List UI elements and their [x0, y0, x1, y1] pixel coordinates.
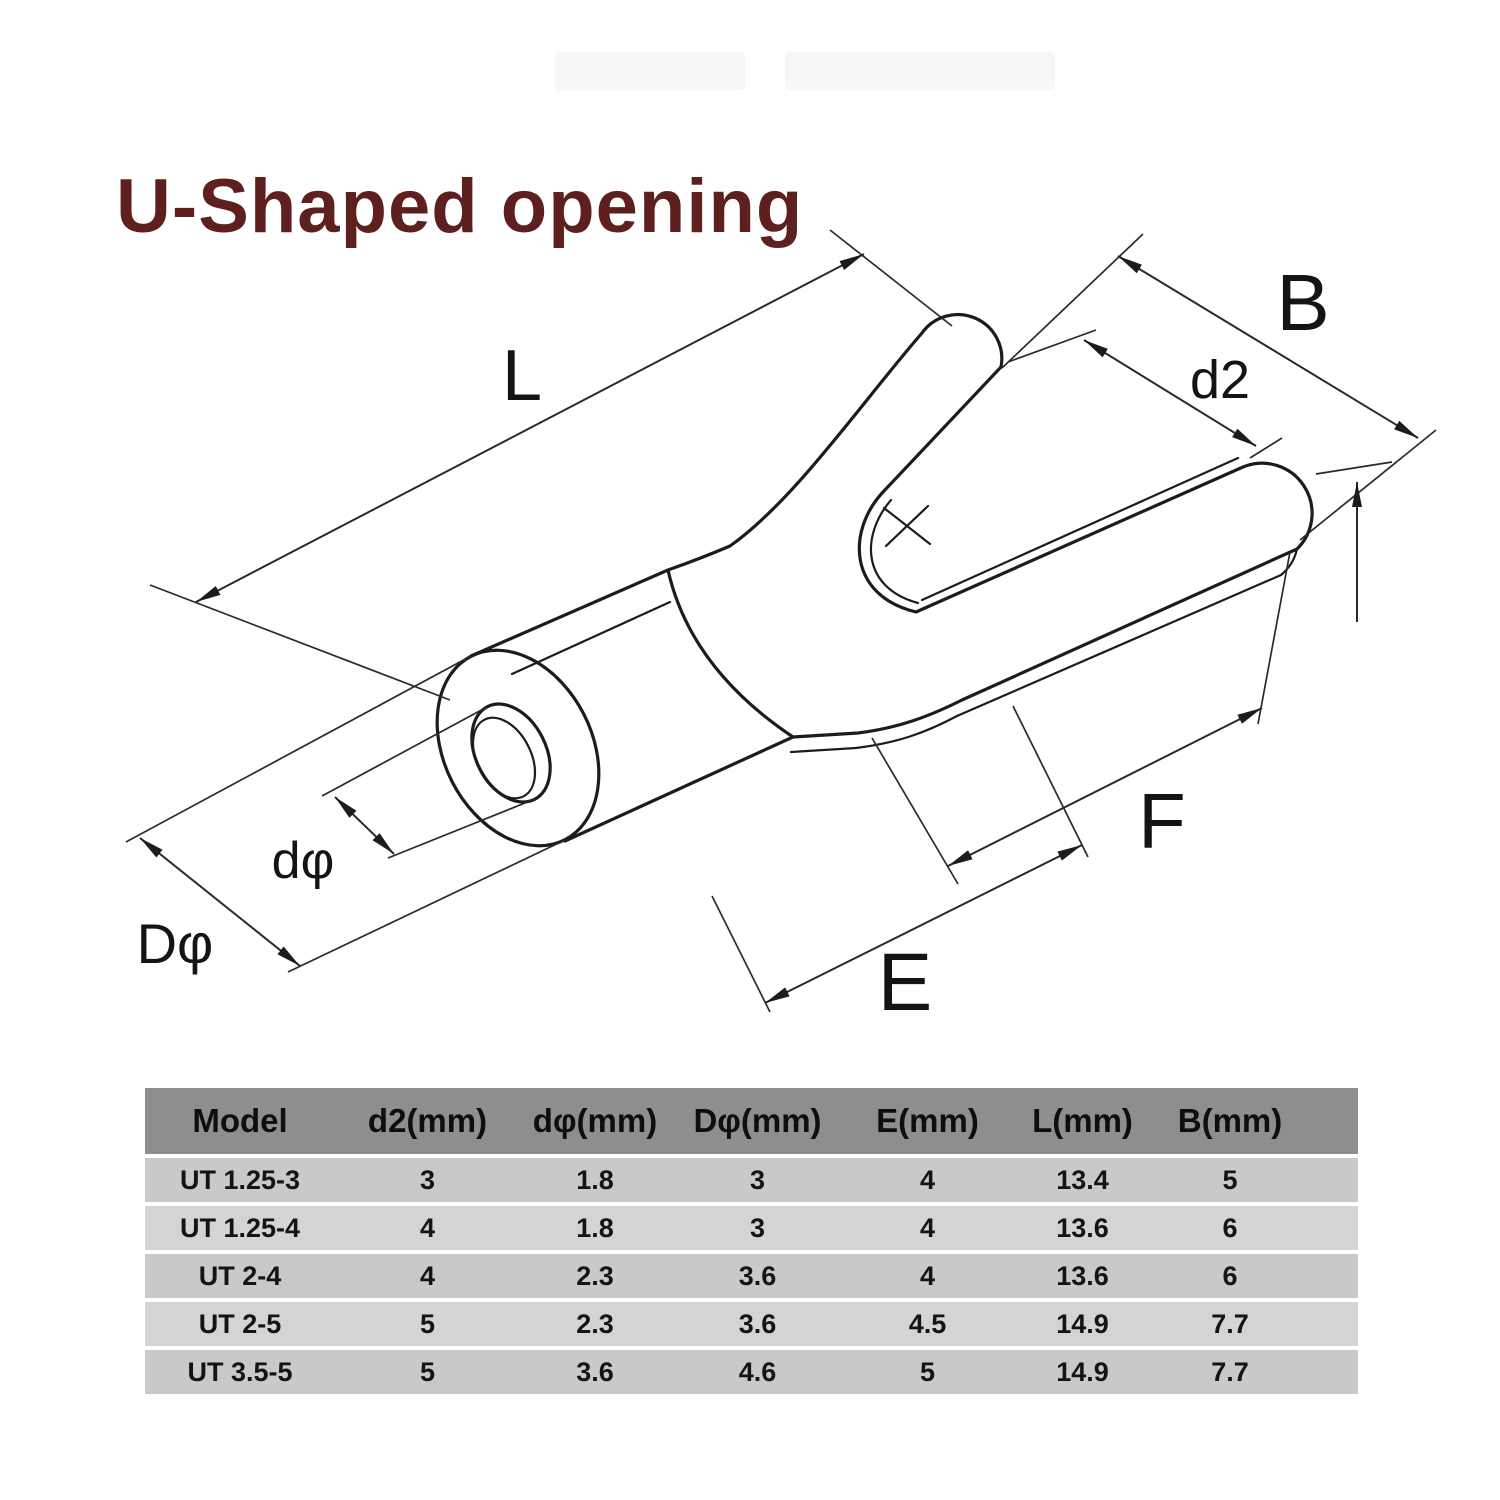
cell-d-phi: 2.3	[576, 1260, 614, 1291]
dim-line-d2	[1083, 339, 1257, 447]
extension-lines	[125, 229, 1437, 1013]
cell-d2: 4	[419, 1212, 436, 1243]
cell-d-phi: 2.3	[576, 1308, 614, 1339]
dimension-lines	[139, 253, 1419, 1004]
terminal-diagram: L B d2 dφ Dφ E F	[125, 229, 1437, 1028]
barrel-outer-face	[435, 648, 601, 848]
cell-B: 6	[1222, 1212, 1238, 1243]
cell-model: UT 2-4	[198, 1260, 282, 1291]
column-header-E: E(mm)	[876, 1102, 979, 1139]
barrel-hole	[470, 702, 552, 804]
column-header-L: L(mm)	[1032, 1102, 1133, 1139]
cell-L: 13.6	[1056, 1212, 1109, 1243]
table-row: UT 2-5 5 2.3 3.6 4.5 14.9 7.7	[145, 1302, 1358, 1346]
cell-model: UT 2-5	[198, 1308, 282, 1339]
barrel-end-arc	[666, 568, 795, 739]
cell-B: 5	[1222, 1164, 1238, 1195]
cell-d2: 5	[419, 1356, 436, 1387]
dim-line-D-phi	[139, 837, 301, 967]
cell-model: UT 1.25-3	[179, 1164, 301, 1195]
cell-d-phi: 3.6	[576, 1356, 614, 1387]
column-header-B: B(mm)	[1177, 1102, 1283, 1139]
label-L: L	[502, 336, 542, 416]
cell-model: UT 3.5-5	[187, 1356, 293, 1387]
cell-D-phi: 3.6	[738, 1308, 777, 1339]
cell-d-phi: 1.8	[576, 1212, 614, 1243]
cell-B: 7.7	[1211, 1308, 1249, 1339]
cell-E: 5	[919, 1356, 936, 1387]
dim-line-d-phi	[334, 796, 395, 855]
cell-E: 4	[919, 1164, 936, 1195]
column-header-D-phi: Dφ(mm)	[693, 1102, 822, 1139]
table-row: UT 1.25-4 4 1.8 3 4 13.6 6	[145, 1206, 1358, 1250]
label-B: B	[1276, 258, 1329, 347]
cell-E: 4	[919, 1212, 936, 1243]
cell-d-phi: 1.8	[576, 1164, 614, 1195]
table-row: UT 3.5-5 5 3.6 4.6 5 14.9 7.7	[145, 1350, 1358, 1394]
cell-B: 6	[1222, 1260, 1238, 1291]
page-title: U-Shaped opening	[116, 163, 804, 249]
spec-table: Model d2(mm) dφ(mm) Dφ(mm) E(mm) L(mm) B…	[145, 1088, 1358, 1398]
cell-D-phi: 3	[749, 1212, 766, 1243]
barrel-hole-inner-wall	[471, 716, 537, 800]
dim-line-E	[764, 844, 1083, 1004]
table-header-row: Model d2(mm) dφ(mm) Dφ(mm) E(mm) L(mm) B…	[145, 1088, 1358, 1154]
dim-line-L	[195, 253, 865, 603]
label-F: F	[1138, 777, 1186, 865]
label-E: E	[878, 937, 933, 1028]
cell-d2: 3	[419, 1164, 436, 1195]
slot-inner-wall	[869, 456, 1240, 605]
cell-L: 14.9	[1056, 1308, 1109, 1339]
cell-d2: 4	[419, 1260, 436, 1291]
cell-E: 4	[919, 1260, 936, 1291]
column-header-d2: d2(mm)	[367, 1102, 488, 1139]
cell-L: 14.9	[1056, 1356, 1109, 1387]
table-row: UT 1.25-3 3 1.8 3 4 13.4 5	[145, 1158, 1358, 1202]
cell-L: 13.6	[1056, 1260, 1109, 1291]
cell-B: 7.7	[1211, 1356, 1249, 1387]
faded-watermark-artifact	[785, 52, 1055, 90]
label-d2: d2	[1190, 350, 1250, 410]
label-d-phi: dφ	[272, 832, 335, 890]
dimension-labels: L B d2 dφ Dφ E F	[137, 258, 1330, 1028]
cell-model: UT 1.25-4	[179, 1212, 301, 1243]
table-row: UT 2-4 4 2.3 3.6 4 13.6 6	[145, 1254, 1358, 1298]
center-cross-mark	[882, 504, 932, 548]
cell-E: 4.5	[908, 1308, 947, 1339]
cell-D-phi: 4.6	[738, 1356, 777, 1387]
column-header-model: Model	[192, 1102, 288, 1139]
cell-D-phi: 3	[749, 1164, 766, 1195]
cell-L: 13.4	[1056, 1164, 1109, 1195]
column-header-d-phi: dφ(mm)	[532, 1102, 658, 1139]
cell-D-phi: 3.6	[738, 1260, 777, 1291]
label-D-phi: Dφ	[137, 912, 214, 975]
dim-line-F	[947, 707, 1263, 867]
faded-watermark-artifact	[555, 52, 745, 90]
cell-d2: 5	[419, 1308, 436, 1339]
dim-line-B	[1117, 255, 1419, 439]
